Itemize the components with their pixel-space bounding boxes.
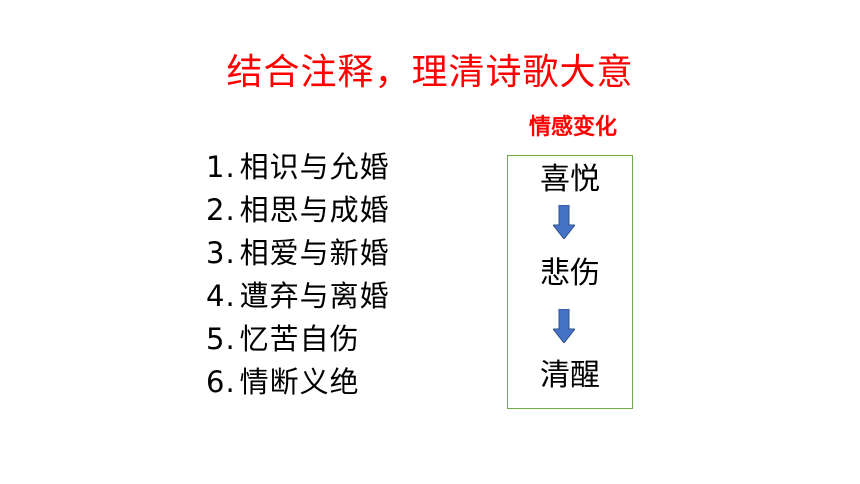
list-item: 6.情断义绝 [206,361,390,404]
emotion-change-label: 情感变化 [528,115,617,140]
list-item: 3.相爱与新婚 [206,232,390,275]
list-item-number: 3. [206,236,236,270]
list-item-number: 2. [206,193,236,227]
slide-title: 结合注释，理清诗歌大意 [226,52,634,93]
down-arrow-icon [553,205,575,239]
list-item-text: 相识与允婚 [239,150,390,184]
emotion-stage-awakening: 清醒 [540,358,600,393]
plot-list: 1.相识与允婚 2.相思与成婚 3.相爱与新婚 4.遭弃与离婚 5.忆苦自伤 6… [206,146,390,404]
list-item: 5.忆苦自伤 [206,318,390,361]
list-item-text: 忆苦自伤 [239,322,360,356]
emotion-stage-sorrow: 悲伤 [540,256,600,291]
list-item: 4.遭弃与离婚 [206,275,390,318]
list-item-number: 4. [206,279,236,313]
list-item-number: 6. [206,365,236,399]
emotion-stage-joy: 喜悦 [540,162,600,197]
list-item: 2.相思与成婚 [206,189,390,232]
emotion-flow-box: 喜悦 悲伤 清醒 [507,155,633,409]
list-item-number: 5. [206,322,236,356]
list-item-number: 1. [206,150,236,184]
list-item: 1.相识与允婚 [206,146,390,189]
down-arrow-icon [553,309,575,343]
list-item-text: 遭弃与离婚 [239,279,390,313]
list-item-text: 相思与成婚 [239,193,390,227]
list-item-text: 相爱与新婚 [239,236,390,270]
list-item-text: 情断义绝 [239,365,360,399]
